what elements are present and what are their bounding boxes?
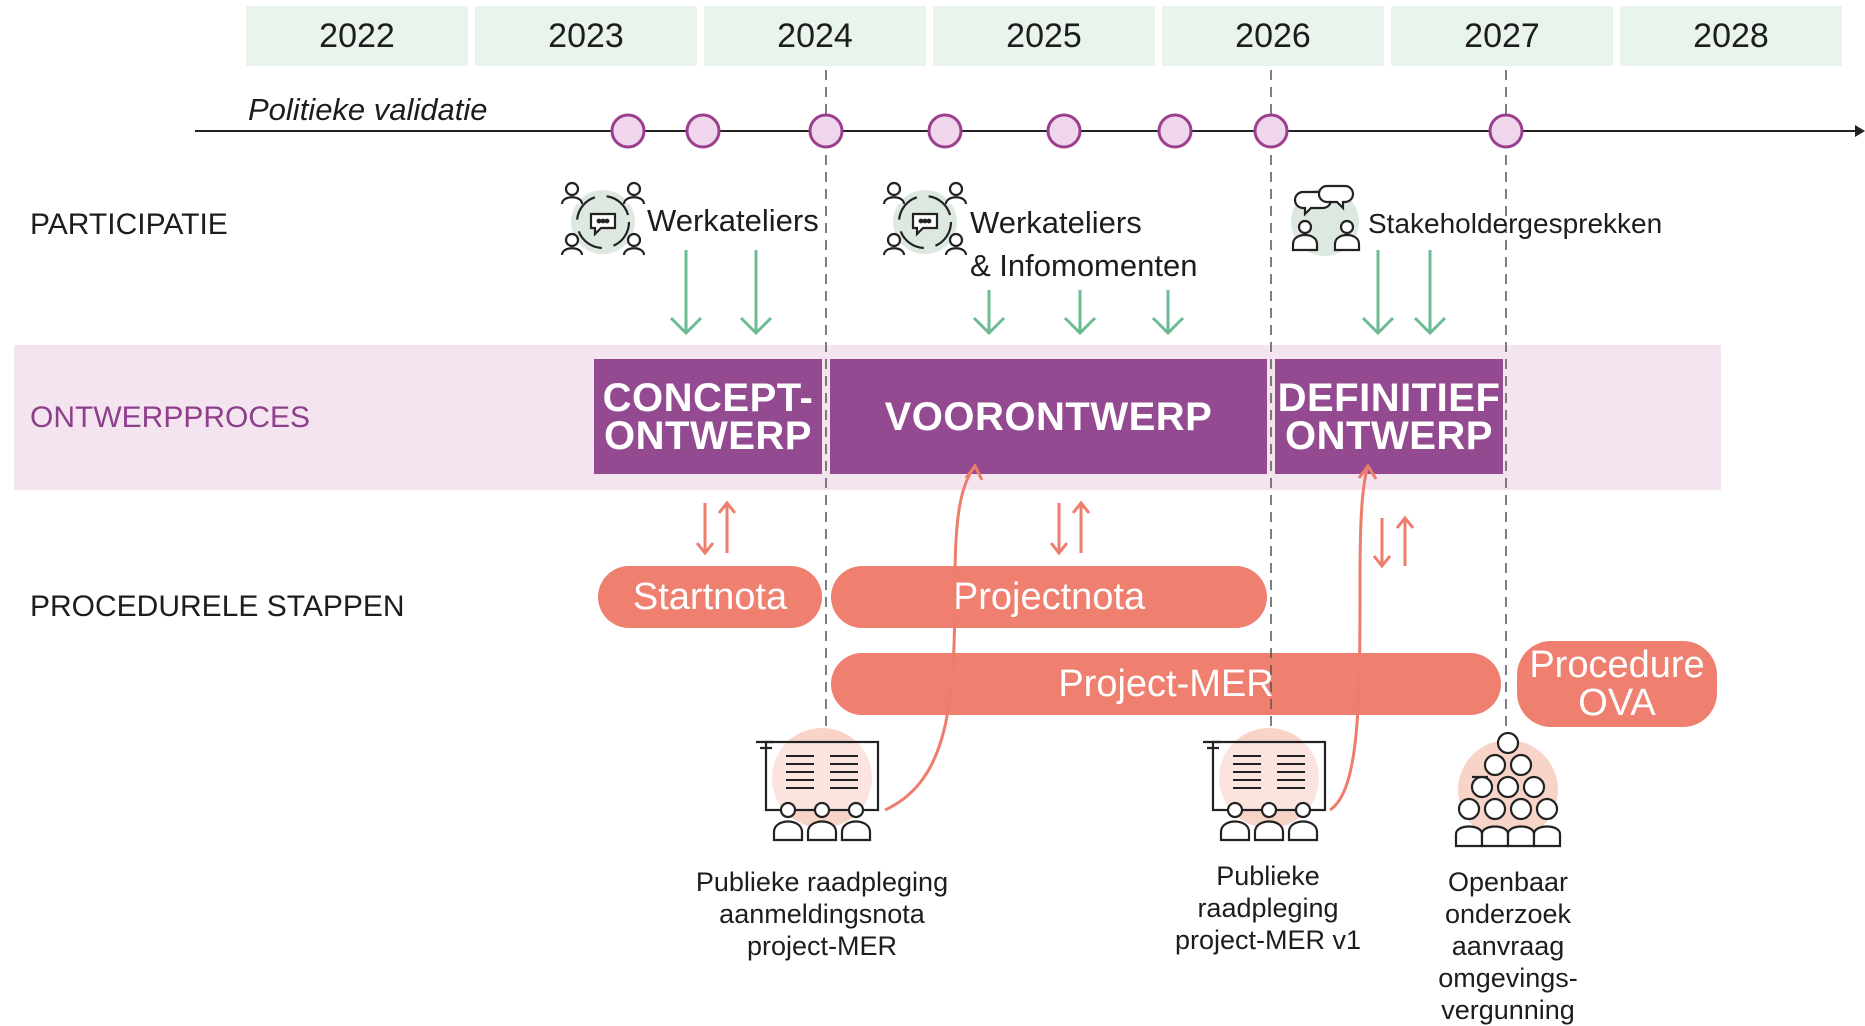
phase-conceptontwerp: CONCEPT-ONTWERP: [594, 359, 822, 474]
label-stakeholdergesprekken: Stakeholdergesprekken: [1368, 208, 1663, 239]
crowd-pyramid-icon: [1454, 731, 1562, 848]
year-2023: 2023: [475, 6, 697, 66]
curved-arrow-definitief: [1329, 465, 1370, 812]
milestone: [808, 113, 844, 149]
milestone: [1253, 113, 1289, 149]
green-down-arrow: [669, 250, 703, 336]
milestones: [610, 113, 1524, 149]
label-werkateliers: Werkateliers: [647, 203, 819, 238]
participation-arrows: [669, 250, 1447, 336]
timeline-arrowhead: [1855, 125, 1865, 137]
green-down-arrow: [1413, 250, 1447, 336]
pill-startnota: Startnota: [598, 566, 822, 628]
caption-line: raadpleging: [1197, 893, 1339, 923]
year-2028: 2028: [1620, 6, 1842, 66]
phase-conceptontwerp-line1: CONCEPT-: [602, 375, 814, 420]
milestone: [1046, 113, 1082, 149]
salmon-down-arrow: [1049, 503, 1069, 556]
milestone: [1157, 113, 1193, 149]
phase-voorontwerp-label: VOORONTWERP: [884, 394, 1213, 439]
pill-ova-line1: Procedure: [1529, 644, 1705, 686]
green-down-arrow: [739, 250, 773, 336]
phase-voorontwerp: VOORONTWERP: [830, 359, 1267, 474]
timeline-label: Politieke validatie: [248, 92, 488, 127]
milestone: [927, 113, 963, 149]
milestone: [685, 113, 721, 149]
salmon-down-arrow: [695, 503, 715, 556]
workshop-info-group-icon: [882, 181, 968, 256]
green-down-arrow: [1063, 290, 1097, 336]
caption-line: Publieke raadpleging: [695, 867, 949, 897]
year-2025: 2025: [933, 6, 1155, 66]
phase-definitief-line1: DEFINITIEF: [1277, 375, 1501, 420]
pill-ova-line2: OVA: [1578, 682, 1656, 724]
lane-label-participatie: PARTICIPATIE: [30, 208, 228, 241]
curved-arrowhead: [964, 463, 984, 481]
green-down-arrow: [1151, 290, 1185, 336]
pill-projectnota-label: Projectnota: [952, 575, 1146, 618]
stakeholder-conversation-icon: [1291, 184, 1361, 256]
salmon-up-arrow: [1395, 515, 1415, 566]
year-2027: 2027: [1391, 6, 1613, 66]
caption-publieke-raadpleging-aanmeldingsnota: Publieke raadpleging aanmeldingsnota pro…: [672, 866, 972, 962]
year-2026: 2026: [1162, 6, 1384, 66]
public-consultation-icon: [756, 728, 880, 842]
pill-projectnota: Projectnota: [831, 566, 1267, 628]
salmon-up-arrow: [1071, 500, 1091, 553]
phase-definitief-line2: ONTWERP: [1285, 413, 1493, 458]
caption-openbaar-onderzoek: Openbaar onderzoek aanvraag omgevings- v…: [1408, 866, 1608, 1026]
lane-label-ontwerpproces: ONTWERPPROCES: [30, 401, 311, 434]
public-consultation-mer-icon: [1203, 728, 1327, 842]
curved-arrowhead: [1357, 463, 1378, 480]
milestone: [1488, 113, 1524, 149]
salmon-up-arrow: [717, 500, 737, 553]
caption-line: Publieke: [1216, 861, 1320, 891]
green-down-arrow: [972, 290, 1006, 336]
workshop-group-icon: [560, 181, 646, 256]
exchange-arrows: [695, 463, 1415, 812]
caption-line: vergunning: [1441, 995, 1575, 1025]
label-werkateliers-info-line1: Werkateliers: [970, 205, 1142, 240]
green-down-arrow: [1361, 250, 1395, 336]
caption-publieke-raadpleging-mer-v1: Publieke raadpleging project-MER v1: [1148, 860, 1388, 956]
caption-line: aanvraag: [1451, 931, 1565, 961]
dashed-dividers: [825, 70, 1507, 735]
label-werkateliers-info-line2: & Infomomenten: [970, 248, 1198, 283]
caption-line: onderzoek: [1444, 899, 1572, 929]
milestone: [610, 113, 646, 149]
pill-project-mer: Project-MER: [831, 653, 1501, 715]
caption-line: project-MER: [746, 931, 898, 961]
caption-line: aanmeldingsnota: [719, 899, 925, 929]
salmon-down-arrow: [1372, 518, 1392, 569]
year-2024: 2024: [704, 6, 926, 66]
pill-project-mer-label: Project-MER: [1058, 662, 1274, 705]
caption-line: omgevings-: [1438, 963, 1578, 993]
curved-arrow-voorontwerp: [884, 465, 977, 812]
caption-line: project-MER v1: [1174, 925, 1362, 955]
caption-line: Openbaar: [1447, 867, 1569, 897]
lane-label-procedurele-stappen: PROCEDURELE STAPPEN: [30, 590, 405, 623]
phase-conceptontwerp-line2: ONTWERP: [604, 413, 812, 458]
pill-startnota-label: Startnota: [632, 575, 788, 618]
year-2022: 2022: [246, 6, 468, 66]
